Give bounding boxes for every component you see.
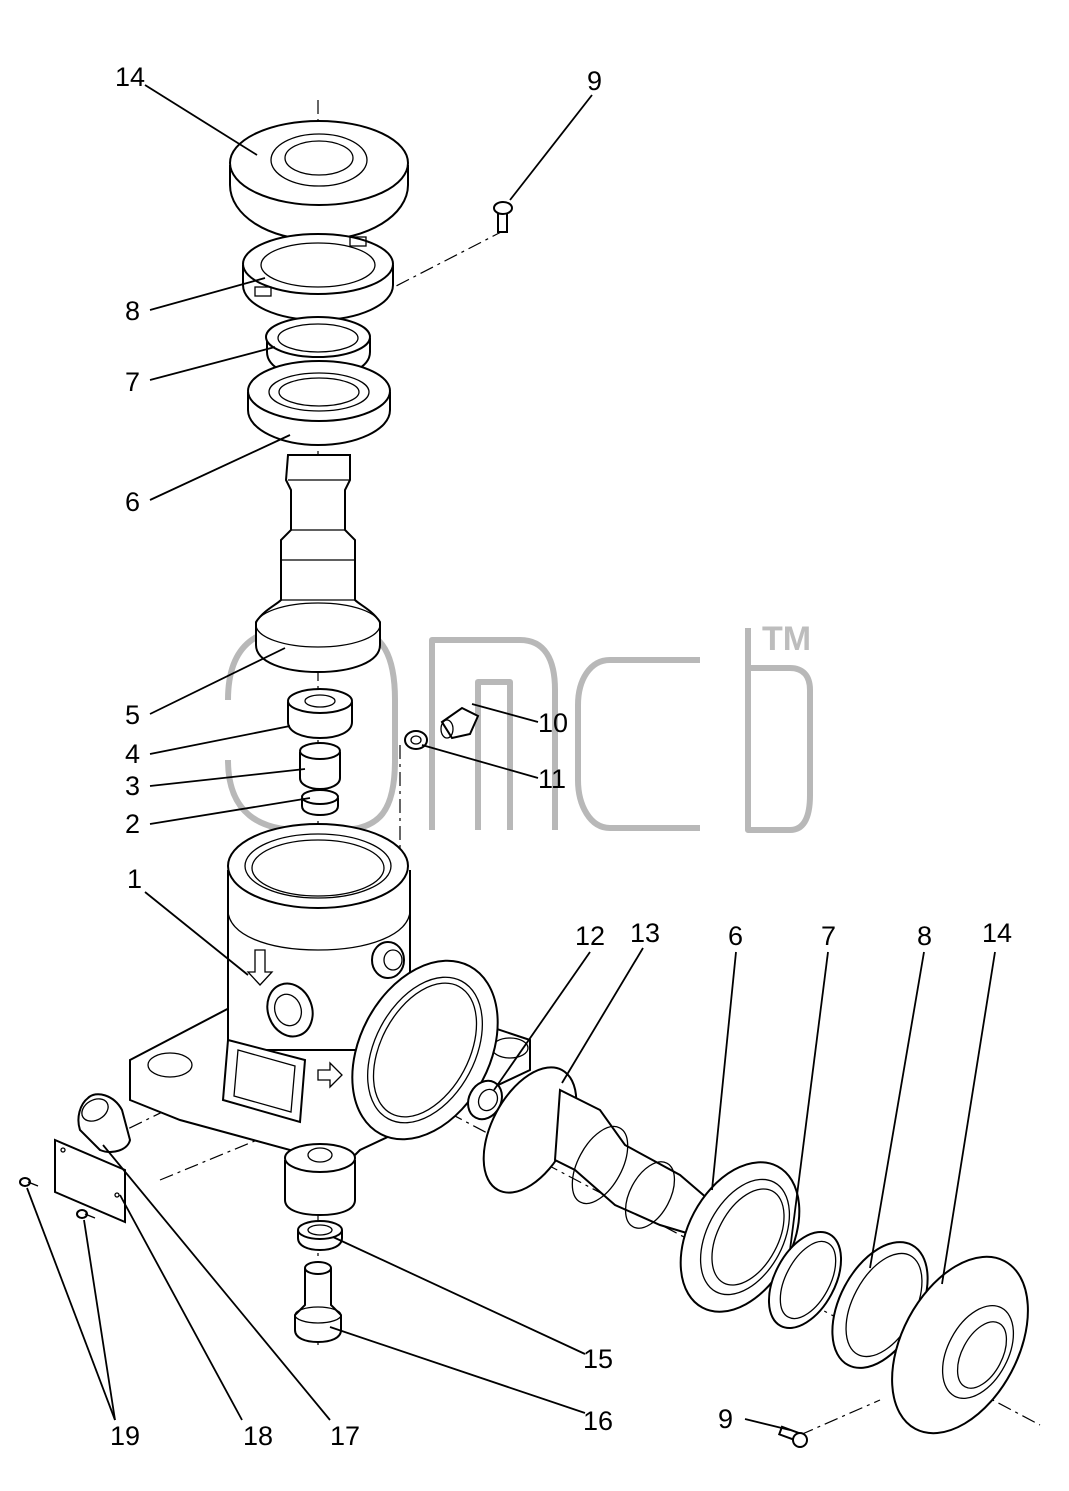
part-17-plug [77,1093,132,1153]
callout-14-side: 14 [982,918,1012,948]
callout-13: 13 [630,918,660,948]
callout-10: 10 [538,708,568,738]
part-14-side-cover [891,1255,1029,1435]
part-8-top-ring [242,233,394,322]
part-2-ring [301,789,339,817]
callout-15: 15 [583,1344,613,1374]
part-3-sleeve [299,742,341,791]
part-16-pin [294,1261,342,1344]
callout-numbers: 14 9 8 7 6 5 4 3 2 10 11 1 12 13 6 7 8 1… [110,62,1012,1451]
part-18-plate [54,1138,126,1224]
part-15-washer [297,1220,343,1252]
watermark-logo: TM [225,620,813,833]
callout-1: 1 [127,864,142,894]
trademark-mark: TM [762,620,811,658]
part-10-grease-fitting [440,706,480,740]
part-1-housing [129,823,531,1217]
callout-18: 18 [243,1421,273,1451]
callout-14-top: 14 [115,62,145,92]
callout-2: 2 [125,809,140,839]
callout-11: 11 [538,764,566,794]
callout-9-top: 9 [587,66,602,96]
part-12-bushing [467,1079,503,1121]
callout-16: 16 [583,1406,613,1436]
callout-6-side: 6 [728,921,743,951]
callout-3: 3 [125,771,140,801]
callout-17: 17 [330,1421,360,1451]
part-4-bushing [287,688,353,740]
callout-9-side: 9 [718,1404,733,1434]
callout-8-side: 8 [917,921,932,951]
leader-lines [26,84,996,1431]
callout-5: 5 [125,700,140,730]
part-9-side-screw [777,1425,808,1448]
part-5-shaft [255,454,381,674]
callout-7-top: 7 [125,367,140,397]
callout-12: 12 [575,921,605,951]
callout-7-side: 7 [821,921,836,951]
center-lines [104,100,1041,1436]
part-11-washer [404,730,428,750]
callout-4: 4 [125,739,140,769]
part-13-spindle [482,1066,717,1242]
part-19-rivets [19,1177,96,1219]
part-14-top-cover [229,120,409,242]
callout-19: 19 [110,1421,140,1451]
part-6-top-bearing [247,360,391,447]
callout-8-top: 8 [125,296,140,326]
callout-6-top: 6 [125,487,140,517]
part-7-side-nut [767,1230,843,1330]
part-9-top-screw [493,201,513,233]
